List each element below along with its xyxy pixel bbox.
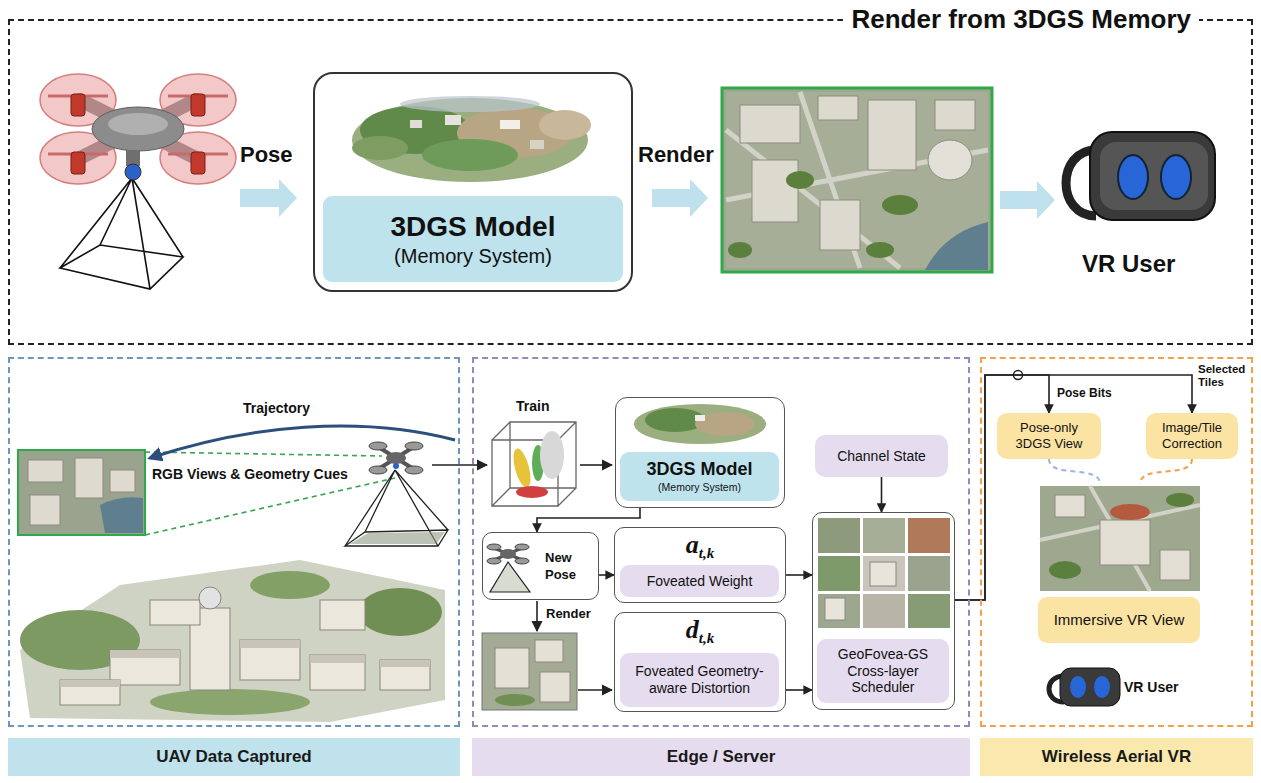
box-text: Immersive VR View [1054, 611, 1185, 629]
section-region: UAV Data Captured [8, 357, 460, 727]
scheduler-box: GeoFovea-GS Cross-layer Scheduler [812, 512, 955, 710]
math-symbol: dt,k [615, 615, 785, 647]
vr-view-image [1040, 486, 1200, 591]
text-label: VR User [1082, 250, 1175, 278]
tile-grid [818, 518, 950, 628]
connector [881, 477, 883, 512]
section-band: Wireless Aerial VR [980, 738, 1253, 776]
connector [786, 574, 812, 576]
pose-box: New Pose [482, 532, 599, 600]
label-pill: 3DGS Model(Memory System) [620, 452, 779, 501]
box-text: GeoFovea-GS Cross-layer Scheduler [823, 646, 943, 696]
label-pill: 3DGS Model(Memory System) [323, 196, 623, 282]
section-band: Edge / Server [472, 738, 970, 776]
math-symbol: d [686, 615, 699, 644]
box-text: Pose-only 3DGS View [1003, 420, 1095, 451]
connector [599, 574, 614, 576]
vr-view-box: Immersive VR View [1030, 484, 1202, 646]
label-pill: GeoFovea-GS Cross-layer Scheduler [817, 639, 949, 703]
math-symbol: a [686, 530, 699, 559]
memory-box: 3DGS Model(Memory System) [313, 72, 633, 292]
box-text: Foveated Weight [647, 573, 753, 590]
gaussian-cloud [352, 96, 591, 182]
state-box: Channel State [815, 435, 948, 477]
vr-headset [1049, 668, 1120, 706]
text-label: Render [638, 142, 714, 167]
math-symbol: at,k [615, 530, 785, 562]
uav-capture [18, 426, 455, 546]
connector [786, 689, 812, 691]
label-pill: Immersive VR View [1038, 597, 1200, 643]
box-text: 3DGS Model [646, 459, 752, 481]
text-label: Trajectory [243, 400, 310, 416]
box-text: New Pose [545, 533, 595, 599]
label-pill: Foveated Weight [620, 565, 779, 597]
drone-icon [40, 74, 236, 289]
text-label: RGB Views & Geometry Cues [152, 466, 348, 482]
output-box: Image/Tile Correction [1146, 413, 1238, 459]
text-label: Train [516, 398, 549, 414]
region-title: Render from 3DGS Memory [843, 2, 1199, 36]
connector [1140, 459, 1192, 484]
section-region: Render from 3DGS Memory3DGS Model(Memory… [8, 19, 1253, 345]
box-text: Image/Tile Correction [1152, 420, 1232, 451]
memory-box: 3DGS Model(Memory System) [615, 397, 785, 508]
connector [955, 375, 1192, 600]
label-pill: Foveated Geometry-aware Distortion [620, 653, 779, 707]
box-text: Foveated Geometry-aware Distortion [626, 663, 773, 697]
edge-illustration [432, 371, 1023, 711]
box-text: Channel State [837, 448, 926, 465]
distortion-box: dt,kFoveated Geometry-aware Distortion [614, 612, 786, 712]
edge-label: Selected Tiles [1196, 363, 1250, 389]
rendered-image [722, 88, 992, 272]
output-box: Pose-only 3DGS View [997, 413, 1101, 459]
text-label: Render [546, 607, 591, 622]
section-region: Wireless Aerial VRPose-only 3DGS ViewIma… [980, 357, 1253, 727]
text-label: VR User [1124, 679, 1178, 695]
math-subscript: t,k [699, 545, 714, 561]
connector [537, 508, 640, 532]
vr-headset [1066, 132, 1215, 220]
box-text: 3DGS Model [391, 210, 556, 244]
campus-model [20, 560, 445, 722]
edge-label: Pose Bits [1055, 387, 1114, 400]
weight-box: at,kFoveated Weight [614, 527, 786, 603]
connector [1049, 459, 1100, 484]
text-label: Pose [240, 142, 293, 167]
box-text: (Memory System) [394, 244, 552, 268]
math-subscript: t,k [699, 630, 714, 646]
section-band: UAV Data Captured [8, 738, 460, 776]
box-text: (Memory System) [658, 481, 741, 494]
